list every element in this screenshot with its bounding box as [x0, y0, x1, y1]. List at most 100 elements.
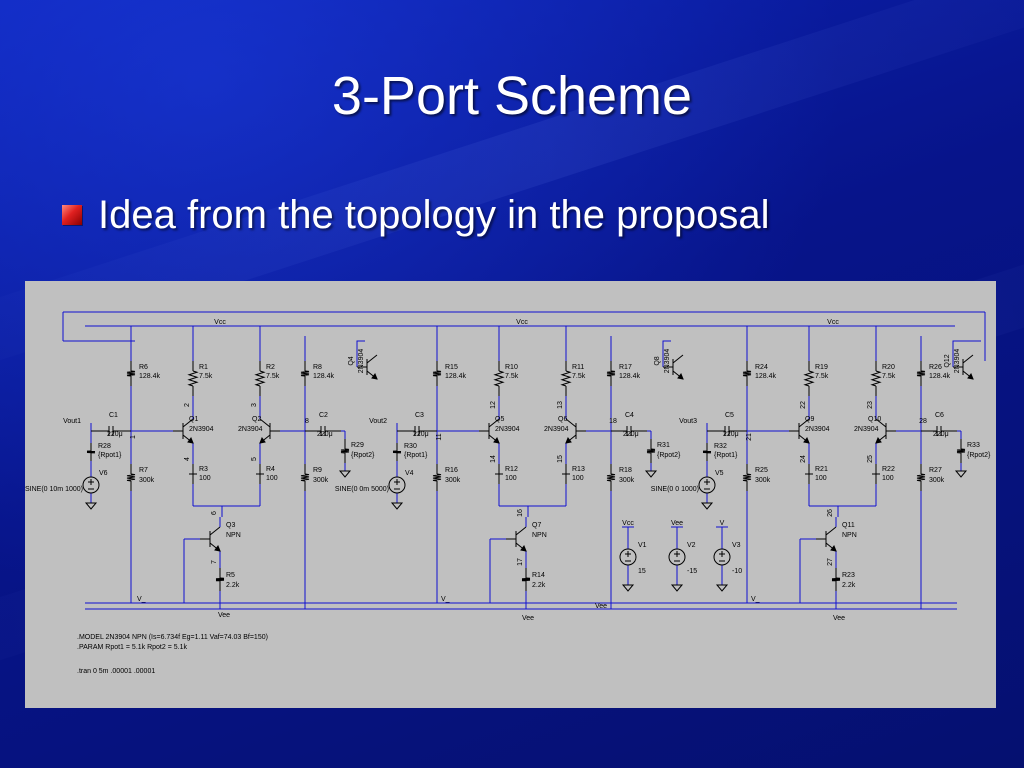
supply-value: -10 — [732, 568, 742, 575]
pot-name: R31 — [657, 442, 670, 449]
resistor-symbol — [493, 370, 505, 387]
wire — [662, 340, 671, 367]
pot-name: R29 — [351, 442, 364, 449]
resistor-value: 300k — [445, 477, 461, 484]
resistor-name: R10 — [505, 364, 518, 371]
ground-symbol — [84, 502, 98, 510]
resistor-symbol — [521, 577, 531, 582]
resistor-value: 7.5k — [882, 373, 896, 380]
resistor-name: R19 — [815, 364, 828, 371]
resistor-value: 300k — [619, 477, 635, 484]
transistor-arrow — [803, 436, 810, 444]
transistor-name: Q3 — [226, 522, 235, 529]
resistor-name: R15 — [445, 364, 458, 371]
input-net-label: Vout1 — [63, 418, 81, 425]
transistor-arrow — [520, 544, 527, 552]
node-label: 17 — [517, 558, 524, 566]
resistor-symbol — [742, 473, 752, 482]
transistor-name: Q2 — [252, 416, 261, 423]
transistor-collector — [672, 354, 684, 364]
vcc-net-label: Vcc — [214, 319, 226, 326]
resistor-symbol — [560, 370, 572, 387]
voltage-source-symbol — [668, 548, 686, 566]
wire — [952, 340, 981, 367]
resistor-value: 100 — [572, 475, 584, 482]
resistor-value: 128.4k — [445, 373, 467, 380]
v-minus-label: V_ — [137, 596, 146, 603]
node-label: 22 — [800, 401, 807, 409]
node-label: 21 — [746, 433, 753, 441]
capacitor-name: C6 — [935, 412, 944, 419]
resistor-value: 128.4k — [313, 373, 335, 380]
bullet-text: Idea from the topology in the proposal — [98, 193, 770, 237]
source-name: V6 — [99, 470, 108, 477]
vee-net-label: Vee — [522, 615, 534, 622]
resistor-symbol — [300, 370, 310, 377]
resistor-value: 300k — [755, 477, 771, 484]
capacitor-name: C5 — [725, 412, 734, 419]
resistor-value: 100 — [199, 475, 211, 482]
transistor-collector — [565, 418, 577, 428]
transistor-collector — [182, 418, 194, 428]
resistor-name: R14 — [532, 572, 545, 579]
vcc-net-label: Vcc — [516, 319, 528, 326]
resistor-value: 2.2k — [532, 582, 546, 589]
node-label: 12 — [490, 401, 497, 409]
resistor-value: 300k — [139, 477, 155, 484]
vee-net-label: Vee — [833, 615, 845, 622]
resistor-name: R23 — [842, 572, 855, 579]
resistor-name: R26 — [929, 364, 942, 371]
bullet-item: Idea from the topology in the proposal — [62, 190, 770, 240]
transistor-name: Q9 — [805, 416, 814, 423]
transistor-arrow — [493, 436, 500, 444]
transistor-arrow — [967, 372, 974, 380]
resistor-name: R27 — [929, 467, 942, 474]
transistor-collector — [798, 418, 810, 428]
node-label: 25 — [867, 455, 874, 463]
transistor-model: 2N3904 — [238, 426, 263, 433]
transistor-collector — [209, 526, 221, 536]
resistor-symbol — [300, 473, 310, 482]
ground-symbol — [644, 470, 658, 478]
resistor-name: R1 — [199, 364, 208, 371]
voltage-source-symbol — [698, 476, 716, 494]
resistor-name: R18 — [619, 467, 632, 474]
source-name: V5 — [715, 470, 724, 477]
transistor-arrow — [875, 436, 882, 444]
ground-symbol — [715, 584, 729, 592]
resistor-name: R16 — [445, 467, 458, 474]
node-label: 26 — [827, 509, 834, 517]
ground-symbol — [621, 584, 635, 592]
transistor-model: 2N3904 — [664, 349, 671, 374]
transistor-name: Q8 — [654, 356, 661, 365]
resistor-symbol — [870, 370, 882, 387]
resistor-symbol — [646, 448, 656, 454]
transistor-model: 2N3904 — [189, 426, 214, 433]
input-net-label: Vout2 — [369, 418, 387, 425]
transistor-arrow — [259, 436, 266, 444]
resistor-symbol — [126, 473, 136, 482]
transistor-collector — [875, 418, 887, 428]
pot-name: R33 — [967, 442, 980, 449]
voltage-source-symbol — [82, 476, 100, 494]
bullet-square-icon — [62, 205, 82, 225]
node-label: 1 — [130, 435, 137, 439]
transistor-arrow — [677, 372, 684, 380]
resistor-name: R25 — [755, 467, 768, 474]
transistor-name: Q12 — [944, 354, 951, 367]
pot-value: {Rpot1} — [98, 452, 122, 459]
transistor-model: 2N3904 — [544, 426, 569, 433]
transistor-collector — [488, 418, 500, 428]
supply-net-label: Vcc — [622, 520, 634, 527]
voltage-source-symbol — [388, 476, 406, 494]
pot-name: R32 — [714, 443, 727, 450]
resistor-symbol — [916, 370, 926, 377]
resistor-name: R21 — [815, 466, 828, 473]
resistor-symbol — [606, 473, 616, 482]
capacitor-name: C1 — [109, 412, 118, 419]
spice-directive: .tran 0 5m .00001 .00001 — [77, 668, 155, 675]
capacitor-name: C2 — [319, 412, 328, 419]
vcc-net-label: Vcc — [827, 319, 839, 326]
node-label: 18 — [609, 418, 617, 425]
node-label: 8 — [305, 418, 309, 425]
